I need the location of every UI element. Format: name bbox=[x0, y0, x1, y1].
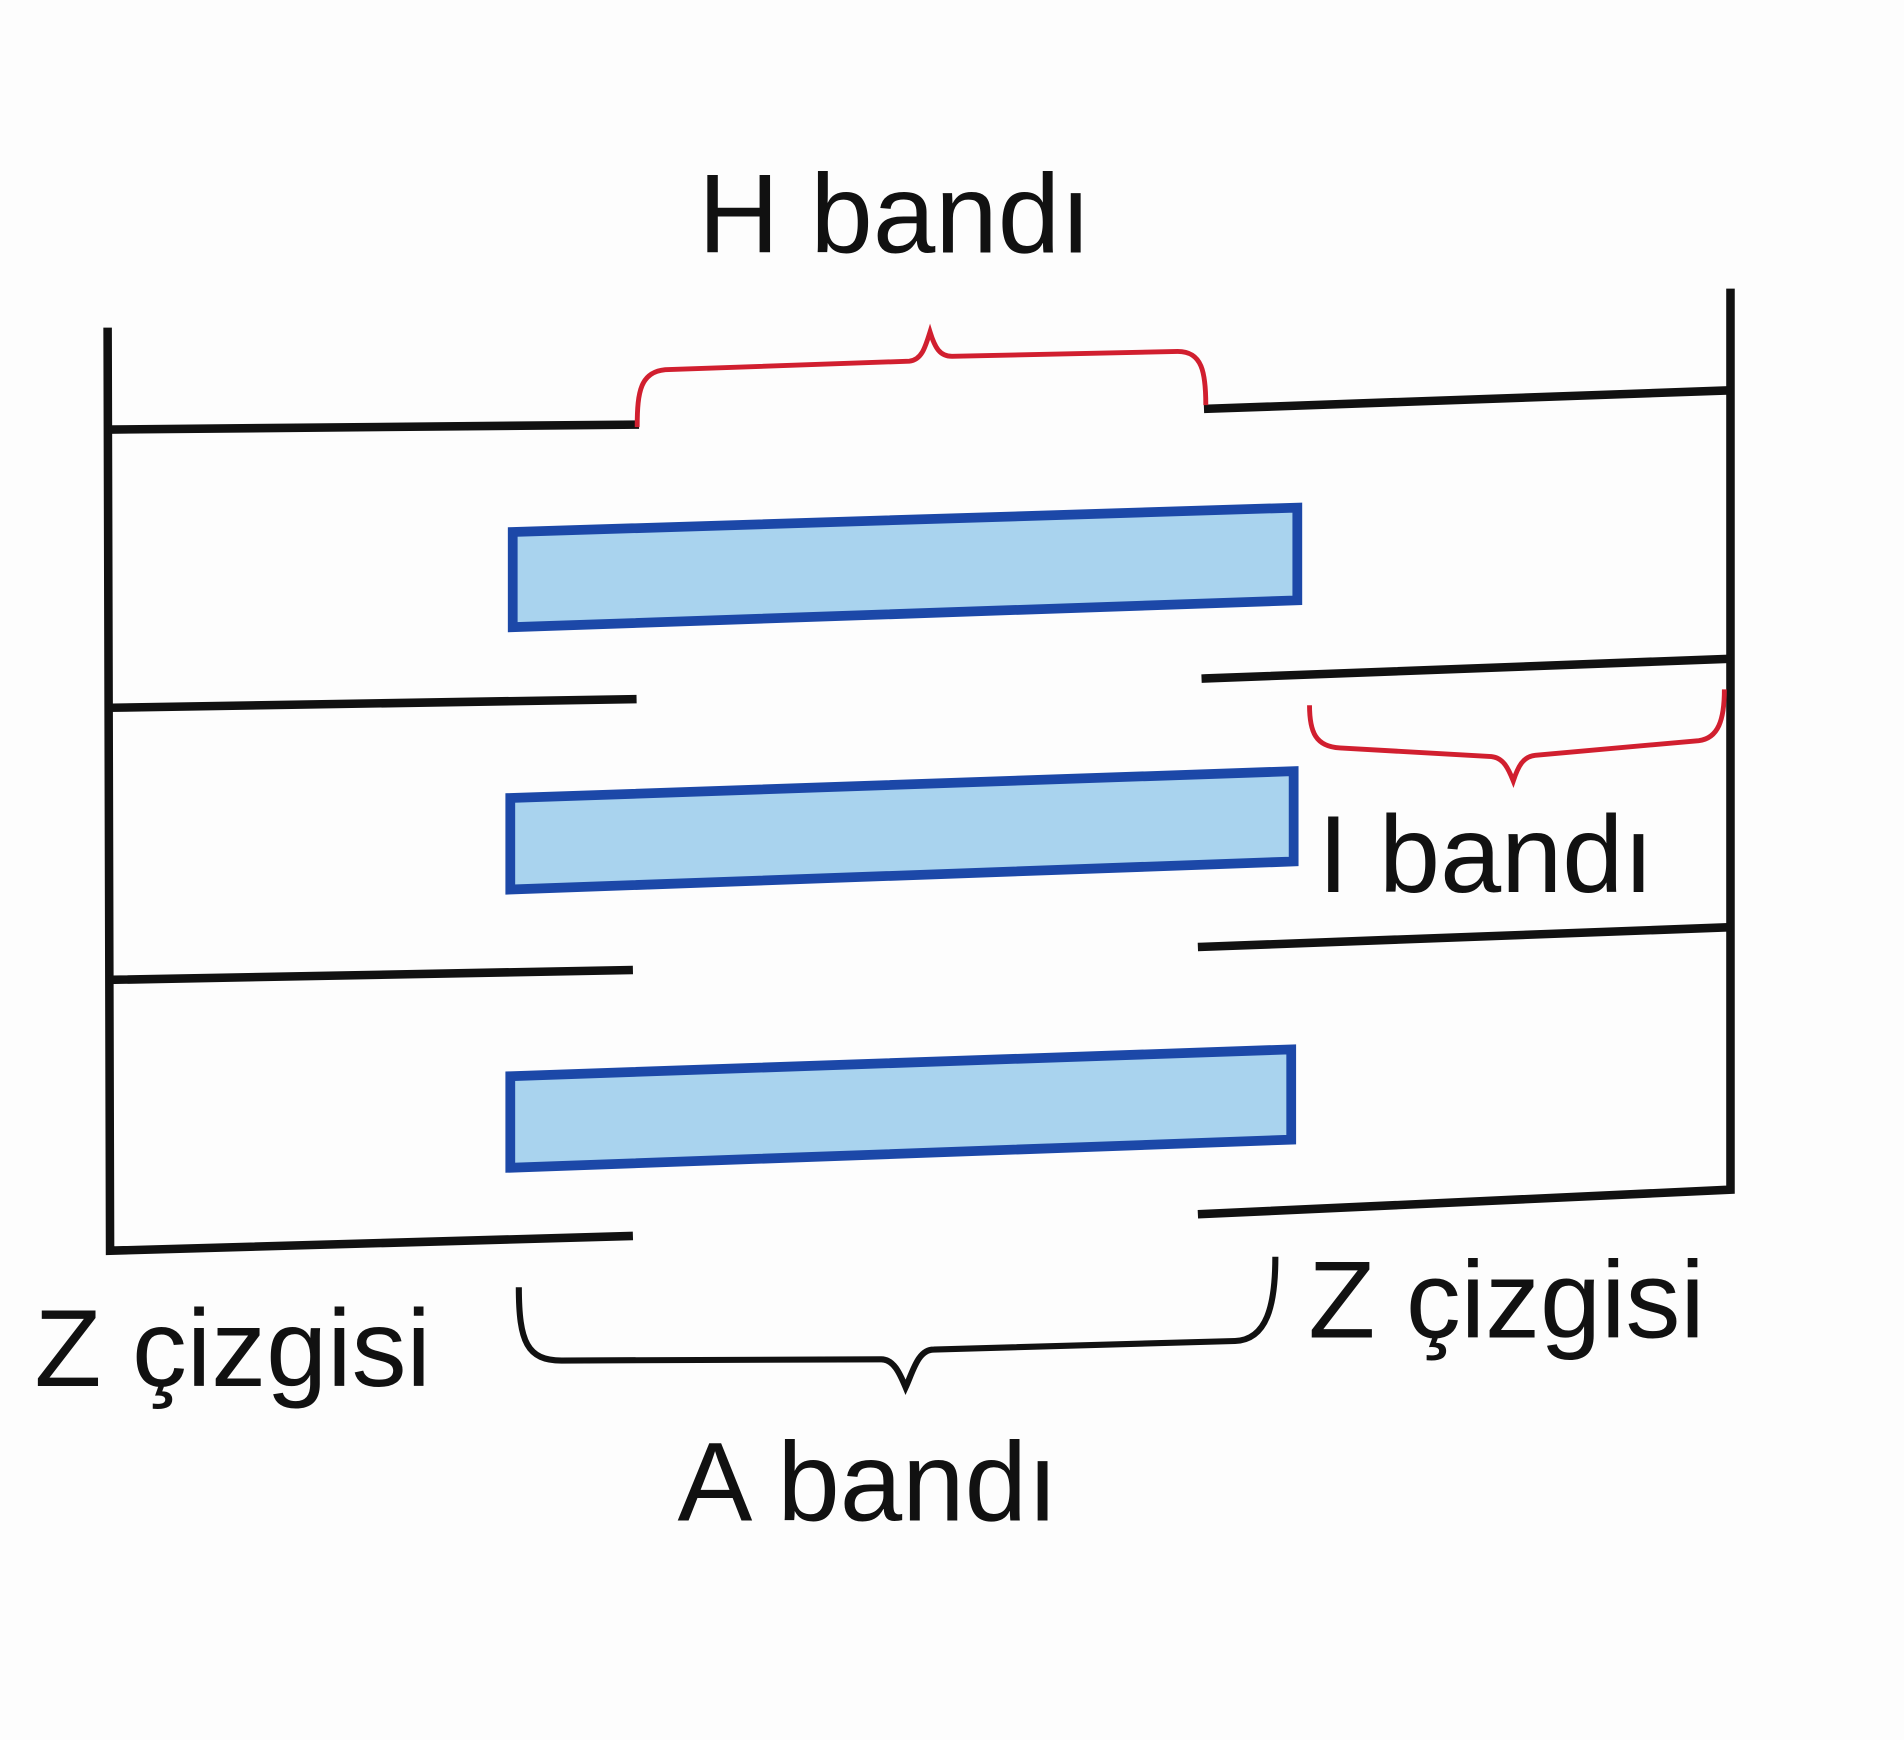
z-line-left-label: Z çizgisi bbox=[34, 1288, 431, 1410]
actin-filament bbox=[1197, 922, 1732, 952]
z-line-right bbox=[1197, 288, 1735, 1219]
myosin-filament bbox=[505, 1044, 1297, 1173]
h-band-brace bbox=[634, 323, 1209, 428]
z-line-right-label: Z çizgisi bbox=[1308, 1239, 1705, 1361]
actin-filament bbox=[1201, 654, 1732, 683]
myosin-filament bbox=[505, 766, 1299, 895]
a-band-brace bbox=[515, 1256, 1279, 1395]
h-band-label: H bandı bbox=[698, 151, 1091, 277]
actin-filament bbox=[1203, 386, 1732, 414]
myosin-filament bbox=[507, 502, 1303, 633]
z-line-left bbox=[103, 327, 634, 1256]
a-band-label: A bandı bbox=[677, 1418, 1058, 1544]
actin-filament bbox=[108, 694, 637, 713]
actin-filament bbox=[108, 965, 633, 985]
actin-filament bbox=[108, 420, 640, 434]
i-band-brace bbox=[1307, 689, 1727, 789]
i-band-label: I bandı bbox=[1318, 794, 1654, 916]
